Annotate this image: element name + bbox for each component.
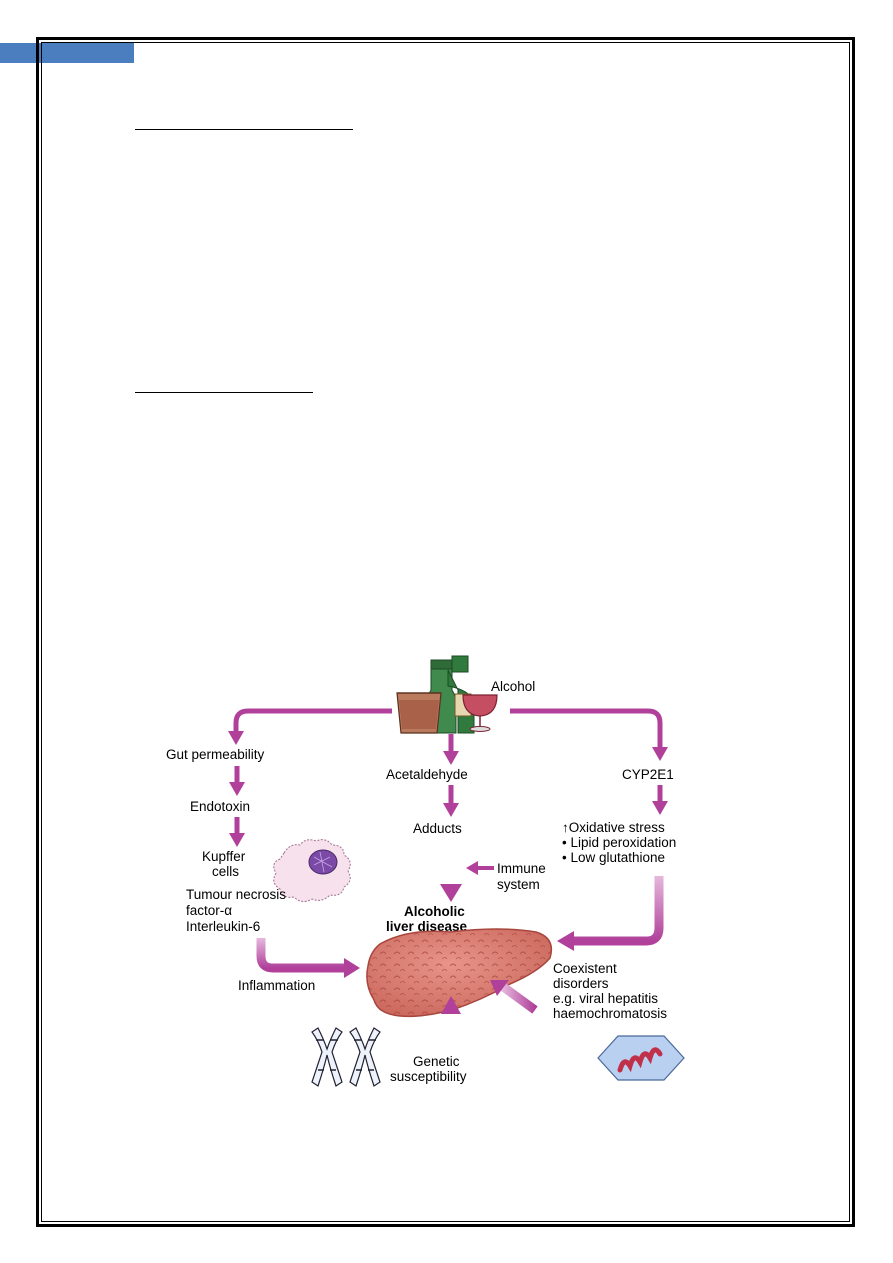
label-endotoxin: Endotoxin bbox=[190, 799, 250, 814]
label-coexistent-line4: haemochromatosis bbox=[553, 1006, 667, 1021]
label-coexistent-line3: e.g. viral hepatitis bbox=[553, 991, 658, 1006]
label-tnf-line1: Tumour necrosis bbox=[186, 887, 286, 902]
label-coexistent-line2: disorders bbox=[553, 976, 609, 991]
label-gut-permeability: Gut permeability bbox=[166, 747, 265, 762]
label-immune-line2: system bbox=[497, 877, 540, 892]
arrow-to-alcoholic-liver-disease bbox=[440, 842, 462, 902]
label-low-glutathione: • Low glutathione bbox=[562, 850, 665, 865]
arrow-to-oxidative-stress bbox=[652, 785, 668, 815]
label-interleukin: Interleukin-6 bbox=[186, 919, 260, 934]
label-cyp2e1: CYP2E1 bbox=[622, 767, 674, 782]
label-ald-line2: liver disease bbox=[386, 919, 468, 934]
chromosomes-icon bbox=[311, 1027, 381, 1087]
label-genetic-line2: susceptibility bbox=[390, 1069, 467, 1084]
section-heading-underline-1 bbox=[135, 129, 353, 130]
alcohol-drinks-icon bbox=[396, 655, 498, 734]
page-border-outer bbox=[36, 37, 855, 1227]
label-acetaldehyde: Acetaldehyde bbox=[386, 767, 468, 782]
arrow-to-endotoxin bbox=[229, 766, 245, 796]
virus-hexagon-icon bbox=[597, 1035, 685, 1081]
arrow-from-oxidative-stress bbox=[557, 876, 664, 951]
label-immune-line1: Immune bbox=[497, 861, 546, 876]
label-kupffer-line1: Kupffer bbox=[202, 849, 246, 864]
arrow-from-genetic-susceptibility bbox=[441, 996, 461, 1055]
arrow-to-kupffer bbox=[229, 817, 245, 847]
label-tnf-line2: factor-α bbox=[186, 903, 232, 918]
label-lipid-peroxidation: • Lipid peroxidation bbox=[562, 835, 676, 850]
label-kupffer-line2: cells bbox=[212, 864, 239, 879]
label-coexistent-line1: Coexistent bbox=[553, 961, 617, 976]
label-oxidative-stress: ↑Oxidative stress bbox=[562, 820, 665, 835]
arrow-from-immune-system bbox=[466, 861, 494, 875]
kupffer-cell-icon bbox=[273, 839, 351, 903]
page-border-inner bbox=[41, 42, 850, 1222]
arrow-to-liver-inflammation bbox=[256, 938, 360, 978]
section-heading-underline-2 bbox=[135, 392, 313, 393]
label-adducts: Adducts bbox=[413, 821, 462, 836]
label-alcohol: Alcohol bbox=[491, 679, 535, 694]
arrow-to-adducts bbox=[443, 785, 459, 817]
arrow-to-acetaldehyde bbox=[443, 734, 459, 765]
liver-illustration bbox=[366, 928, 553, 1018]
label-inflammation: Inflammation bbox=[238, 978, 315, 993]
arrow-from-coexistent-disorders bbox=[490, 980, 538, 1014]
arrow-to-gut-permeability bbox=[228, 708, 392, 745]
arrow-to-cyp2e1 bbox=[510, 708, 668, 761]
label-ald-line1: Alcoholic bbox=[404, 904, 465, 919]
corner-accent-tab bbox=[0, 43, 134, 63]
label-genetic-line1: Genetic bbox=[413, 1054, 460, 1069]
